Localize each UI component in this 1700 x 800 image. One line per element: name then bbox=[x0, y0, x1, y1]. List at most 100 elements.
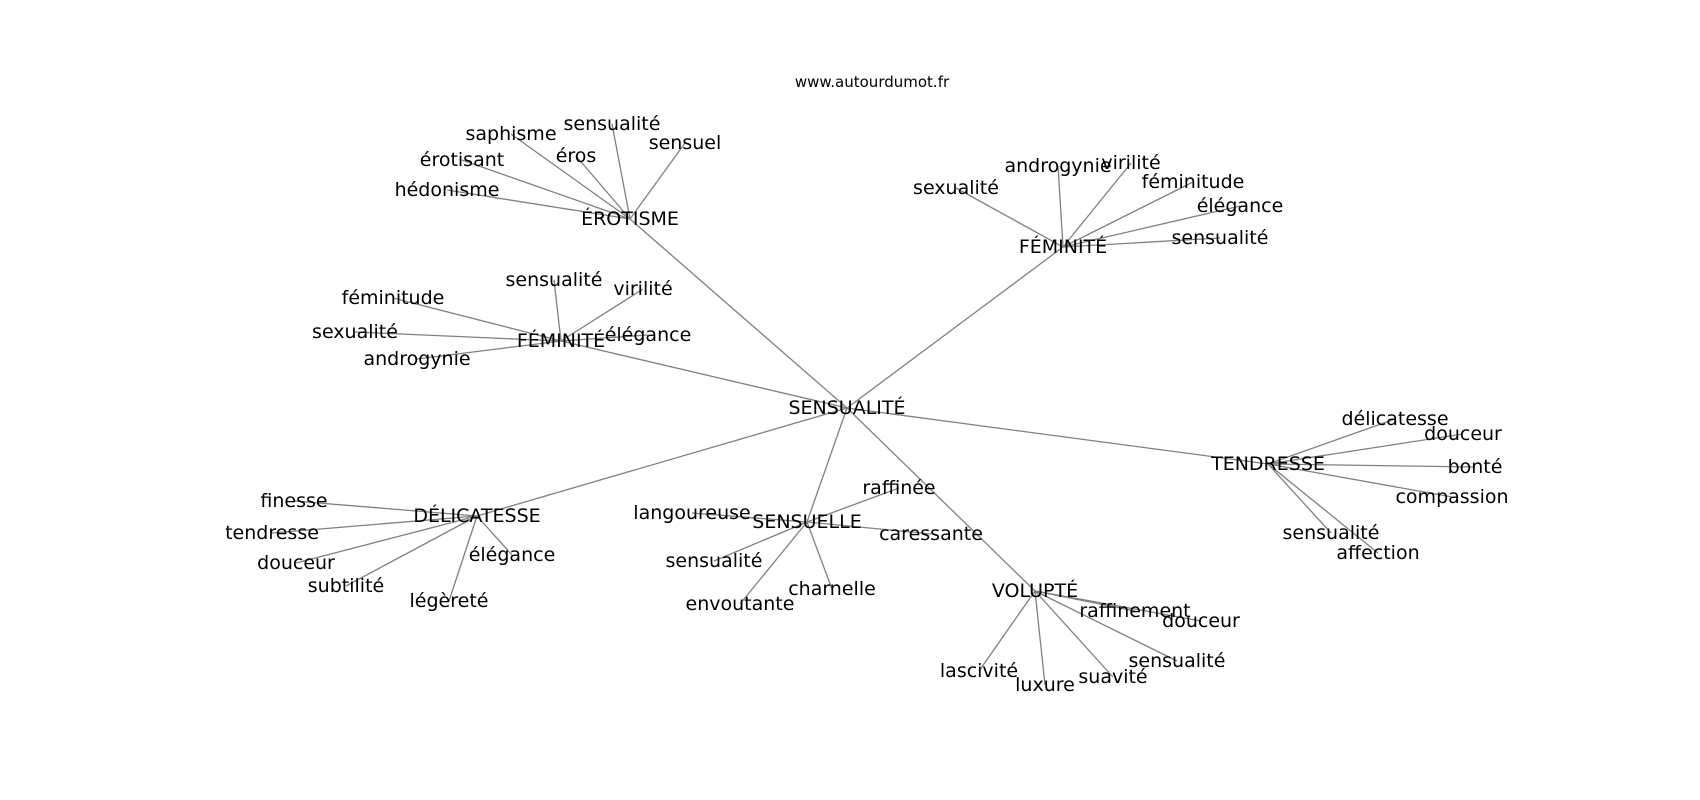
edge-delicatesse-leaf bbox=[448, 515, 478, 602]
leaf-node[interactable]: charnelle bbox=[788, 578, 876, 600]
edge-tendresse-leaf bbox=[1267, 463, 1379, 554]
leaf-node[interactable]: androgynie bbox=[363, 348, 470, 370]
leaf-node[interactable]: féminitude bbox=[1142, 171, 1245, 193]
edge-feminite_right-leaf bbox=[1062, 205, 1241, 248]
leaf-node[interactable]: féminitude bbox=[342, 287, 445, 309]
leaf-node[interactable]: tendresse bbox=[225, 522, 319, 544]
edge-erotisme-leaf bbox=[629, 142, 686, 220]
leaf-node[interactable]: sensualité bbox=[1129, 650, 1226, 672]
edge-root-delicatesse bbox=[476, 407, 848, 517]
edge-sensuelle-leaf bbox=[713, 521, 808, 562]
edge-tendresse-leaf bbox=[1267, 463, 1332, 534]
leaf-node[interactable]: virilité bbox=[613, 278, 672, 300]
edge-sensuelle-leaf bbox=[691, 512, 808, 523]
edge-sensuelle-leaf bbox=[806, 521, 833, 590]
leaf-node[interactable]: éros bbox=[556, 145, 597, 167]
edge-feminite_left-leaf bbox=[560, 288, 644, 342]
edge-erotisme-leaf bbox=[611, 123, 631, 220]
leaf-node[interactable]: raffinement bbox=[1079, 600, 1190, 622]
leaf-node[interactable]: virilité bbox=[1101, 152, 1160, 174]
edge-tendresse-leaf bbox=[1267, 418, 1396, 465]
edge-volupte-leaf bbox=[978, 590, 1036, 672]
leaf-node[interactable]: sexualité bbox=[913, 177, 999, 199]
leaf-node[interactable]: délicatesse bbox=[1341, 408, 1448, 430]
leaf-node[interactable]: élégance bbox=[605, 324, 692, 346]
leaf-node[interactable]: sensuel bbox=[649, 132, 722, 154]
cluster-node-feminite_left[interactable]: FÉMINITÉ bbox=[517, 329, 605, 352]
cluster-node-feminite_right[interactable]: FÉMINITÉ bbox=[1019, 235, 1107, 258]
leaf-node[interactable]: sensualité bbox=[1172, 227, 1269, 249]
leaf-node[interactable]: androgynie bbox=[1004, 155, 1111, 177]
edge-delicatesse-leaf bbox=[476, 515, 513, 556]
edge-volupte-leaf bbox=[1034, 590, 1114, 678]
edge-erotisme-leaf bbox=[510, 133, 631, 220]
edge-feminite_left-leaf bbox=[560, 334, 649, 342]
edge-root-feminite_right bbox=[846, 246, 1064, 409]
edge-volupte-leaf bbox=[1034, 590, 1046, 686]
leaf-node[interactable]: lascivité bbox=[940, 660, 1018, 682]
edge-feminite_right-leaf bbox=[1062, 237, 1221, 248]
leaf-node[interactable]: affection bbox=[1336, 542, 1419, 564]
edge-sensuelle-leaf bbox=[806, 521, 932, 535]
leaf-node[interactable]: hédonisme bbox=[395, 179, 500, 201]
leaf-node[interactable]: suavité bbox=[1078, 666, 1147, 688]
cluster-node-tendresse[interactable]: TENDRESSE bbox=[1210, 453, 1325, 475]
leaf-node[interactable]: élégance bbox=[1197, 195, 1284, 217]
edge-root-erotisme bbox=[629, 218, 848, 409]
leaf-node[interactable]: légèreté bbox=[410, 590, 489, 612]
edge-erotisme-leaf bbox=[461, 159, 631, 220]
leaf-node[interactable]: langoureuse bbox=[633, 502, 750, 524]
edge-delicatesse-leaf bbox=[271, 515, 478, 534]
edge-root-volupte bbox=[846, 407, 1036, 592]
leaf-node[interactable]: raffinée bbox=[862, 477, 935, 499]
leaf-node[interactable]: compassion bbox=[1395, 486, 1508, 508]
leaf-node[interactable]: saphisme bbox=[465, 123, 556, 145]
leaf-node[interactable]: érotisant bbox=[420, 149, 504, 171]
edge-delicatesse-leaf bbox=[345, 515, 478, 587]
edge-feminite_left-leaf bbox=[553, 279, 562, 342]
leaf-node[interactable]: envoutante bbox=[686, 593, 795, 615]
leaf-node[interactable]: douceur bbox=[1424, 423, 1502, 445]
edge-tendresse-leaf bbox=[1267, 463, 1453, 498]
graph-labels: SENSUALITÉ ÉROTISME sensualité saphisme érot… bbox=[225, 113, 1508, 696]
edge-feminite_right-leaf bbox=[1062, 181, 1194, 248]
cluster-node-volupte[interactable]: VOLUPTÉ bbox=[992, 579, 1078, 602]
leaf-node[interactable]: sensualité bbox=[666, 550, 763, 572]
leaf-node[interactable]: luxure bbox=[1015, 674, 1075, 696]
edge-root-feminite_left bbox=[560, 340, 848, 409]
leaf-node[interactable]: élégance bbox=[469, 544, 556, 566]
edge-tendresse-leaf bbox=[1267, 433, 1464, 465]
leaf-node[interactable]: caressante bbox=[879, 523, 983, 545]
leaf-node[interactable]: sensualité bbox=[1283, 522, 1380, 544]
edge-feminite_right-leaf bbox=[955, 187, 1064, 248]
leaf-node[interactable]: subtilité bbox=[308, 575, 384, 597]
leaf-node[interactable]: bonté bbox=[1448, 456, 1503, 478]
edge-delicatesse-leaf bbox=[293, 500, 478, 517]
edge-tendresse-leaf bbox=[1267, 463, 1476, 468]
leaf-node[interactable]: sensualité bbox=[564, 113, 661, 135]
edge-feminite_right-leaf bbox=[1057, 165, 1064, 248]
root-node[interactable]: SENSUALITÉ bbox=[788, 396, 905, 419]
cluster-node-delicatesse[interactable]: DÉLICATESSE bbox=[413, 504, 540, 527]
edge-delicatesse-leaf bbox=[295, 515, 478, 564]
site-watermark: www.autourdumot.fr bbox=[795, 73, 950, 91]
leaf-node[interactable]: douceur bbox=[1162, 610, 1240, 632]
cluster-node-erotisme[interactable]: ÉROTISME bbox=[581, 207, 679, 230]
edge-feminite_left-leaf bbox=[416, 340, 562, 360]
edge-volupte-leaf bbox=[1034, 590, 1178, 662]
edge-feminite_left-leaf bbox=[392, 297, 562, 342]
leaf-node[interactable]: douceur bbox=[257, 552, 335, 574]
edge-sensuelle-leaf bbox=[739, 521, 808, 605]
edge-erotisme-leaf bbox=[575, 155, 631, 220]
edge-volupte-leaf bbox=[1034, 590, 1202, 622]
leaf-node[interactable]: sensualité bbox=[506, 269, 603, 291]
graph-edges bbox=[271, 123, 1476, 686]
cluster-node-sensuelle[interactable]: SENSUELLE bbox=[752, 511, 861, 533]
edge-feminite_right-leaf bbox=[1062, 162, 1132, 248]
leaf-node[interactable]: sexualité bbox=[312, 321, 398, 343]
edge-feminite_left-leaf bbox=[354, 331, 562, 342]
edge-root-tendresse bbox=[846, 407, 1269, 465]
leaf-node[interactable]: finesse bbox=[260, 490, 327, 512]
edge-erotisme-leaf bbox=[446, 189, 631, 220]
